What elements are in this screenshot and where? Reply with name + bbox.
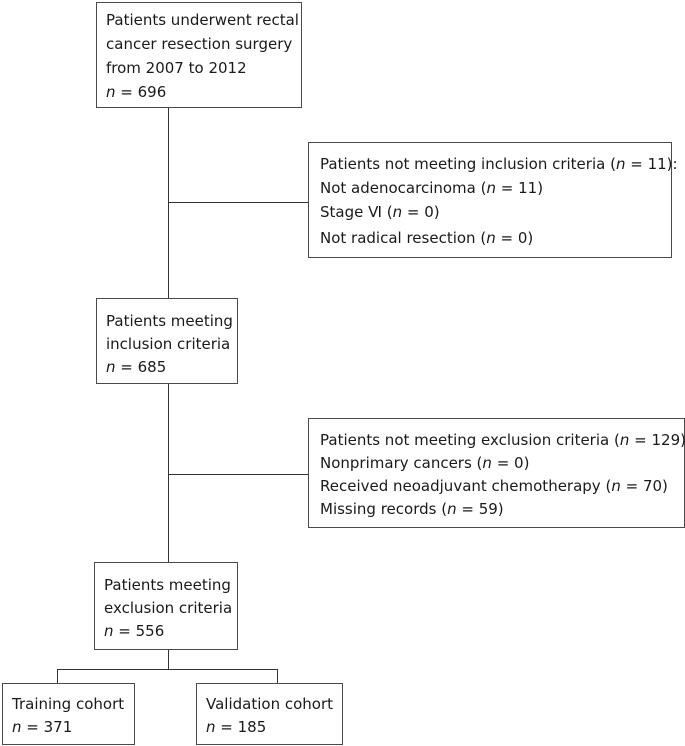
connector-to-validation [277, 669, 278, 683]
not-exclusion-item: Received neoadjuvant chemotherapy (n = 7… [320, 474, 668, 498]
n-symbol: n [12, 718, 22, 736]
validation-count-value: = 185 [220, 718, 267, 736]
item-value: = 0) [496, 454, 530, 472]
n-symbol: n [104, 622, 114, 640]
item-label: Stage Ⅵ ( [320, 203, 393, 221]
n-symbol: n [619, 431, 630, 449]
total-line-1: Patients underwent rectal [106, 11, 299, 29]
connector-inclusion-to-exclusion [168, 384, 169, 562]
not-inclusion-title-text: Patients not meeting inclusion criteria … [320, 155, 616, 173]
item-value: = 70) [625, 477, 668, 495]
exclusion-line-1: Patients meeting [104, 576, 231, 594]
n-symbol: n [106, 358, 116, 376]
training-count-value: = 371 [26, 718, 73, 736]
connector-to-not-exclusion [168, 474, 308, 475]
not-inclusion-item: Stage Ⅵ (n = 0) [320, 200, 440, 224]
inclusion-count-value: = 685 [120, 358, 167, 376]
not-exclusion-title: Patients not meeting exclusion criteria … [320, 428, 685, 452]
item-value: = 59) [461, 500, 504, 518]
not-exclusion-item: Nonprimary cancers (n = 0) [320, 451, 529, 475]
item-value: = 0) [500, 229, 534, 247]
item-label: Not adenocarcinoma ( [320, 179, 487, 197]
connector-to-training [57, 669, 58, 683]
training-label: Training cohort [12, 695, 125, 713]
training-count: n = 371 [12, 715, 72, 739]
n-symbol: n [486, 179, 496, 197]
total-line-2: cancer resection surgery [106, 35, 293, 53]
not-exclusion-item: Missing records (n = 59) [320, 497, 504, 521]
inclusion-line-2: inclusion criteria [106, 335, 231, 353]
total-line-3: from 2007 to 2012 [106, 59, 247, 77]
n-symbol: n [482, 454, 492, 472]
not-inclusion-item: Not adenocarcinoma (n = 11) [320, 176, 543, 200]
inclusion-box: Patients meeting inclusion criteria n = … [96, 298, 238, 384]
item-value: = 0) [406, 203, 440, 221]
not-inclusion-title-count: = 11): [630, 155, 678, 173]
inclusion-count: n = 685 [106, 355, 166, 379]
item-label: Missing records ( [320, 500, 448, 518]
validation-label: Validation cohort [206, 695, 333, 713]
n-symbol: n [486, 229, 496, 247]
exclusion-count-value: = 556 [118, 622, 165, 640]
n-symbol: n [392, 203, 403, 221]
connector-total-to-inclusion [168, 108, 169, 298]
total-count-value: = 696 [120, 83, 167, 101]
total-patients-box: Patients underwent rectal cancer resecti… [96, 2, 302, 108]
connector-to-not-inclusion [168, 202, 308, 203]
not-exclusion-title-text: Patients not meeting exclusion criteria … [320, 431, 620, 449]
connector-exclusion-to-split [168, 650, 169, 669]
exclusion-box: Patients meeting exclusion criteria n = … [94, 562, 238, 650]
n-symbol: n [611, 477, 621, 495]
inclusion-line-1: Patients meeting [106, 312, 233, 330]
not-inclusion-title: Patients not meeting inclusion criteria … [320, 152, 678, 176]
n-symbol: n [615, 155, 626, 173]
total-count: n = 696 [106, 80, 166, 104]
item-label: Not radical resection ( [320, 229, 487, 247]
connector-split [57, 669, 278, 670]
n-symbol: n [206, 718, 216, 736]
not-exclusion-box: Patients not meeting exclusion criteria … [308, 418, 685, 528]
item-label: Received neoadjuvant chemotherapy ( [320, 477, 612, 495]
not-inclusion-item: Not radical resection (n = 0) [320, 226, 533, 250]
item-value: = 11) [500, 179, 544, 197]
training-cohort-box: Training cohort n = 371 [2, 683, 135, 745]
n-symbol: n [106, 83, 116, 101]
exclusion-line-2: exclusion criteria [104, 599, 233, 617]
validation-count: n = 185 [206, 715, 266, 739]
not-exclusion-title-count: = 129): [634, 431, 685, 449]
item-label: Nonprimary cancers ( [320, 454, 483, 472]
n-symbol: n [447, 500, 457, 518]
exclusion-count: n = 556 [104, 619, 164, 643]
validation-cohort-box: Validation cohort n = 185 [196, 683, 343, 745]
not-inclusion-box: Patients not meeting inclusion criteria … [308, 142, 678, 258]
